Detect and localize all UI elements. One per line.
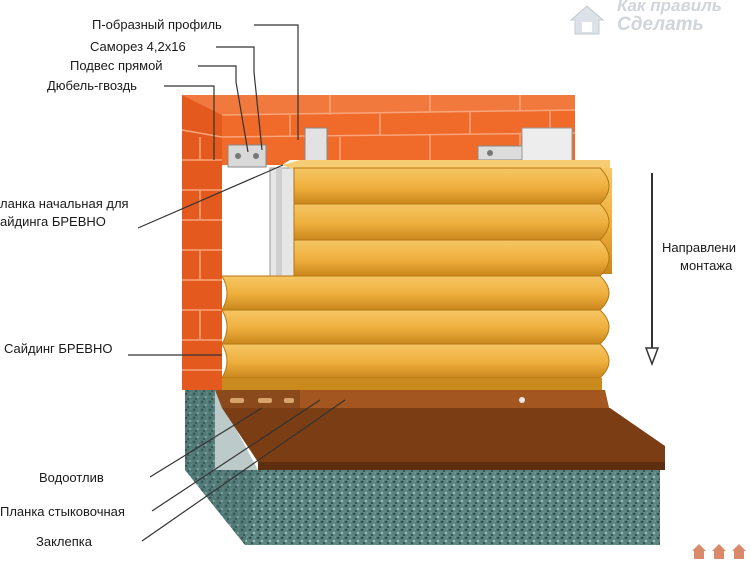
- label-siding: Сайдинг БРЕВНО: [4, 341, 113, 356]
- label-p-profile: П-образный профиль: [92, 17, 222, 32]
- joint-strip: [215, 390, 300, 408]
- brick-wall: [181, 95, 576, 390]
- corner-house-icons: [692, 544, 746, 559]
- siding-upper: [282, 160, 612, 277]
- label-direction-line2: монтажа: [680, 258, 733, 273]
- concrete-foundation: [185, 390, 660, 545]
- label-drip: Водоотлив: [39, 470, 104, 485]
- direction-arrow: [644, 173, 660, 367]
- watermark-line1: Как правиль: [617, 0, 722, 15]
- label-hanger: Подвес прямой: [70, 58, 163, 73]
- house-logo-icon: [569, 5, 605, 35]
- label-joint-strip: Планка стыковочная: [0, 504, 125, 519]
- label-screw: Саморез 4,2х16: [90, 39, 186, 54]
- label-direction-line1: Направлени: [662, 240, 736, 255]
- p-profile: [227, 127, 573, 279]
- label-dowel: Дюбель-гвоздь: [47, 78, 137, 93]
- label-start-strip-line1: ланка начальная для: [0, 196, 129, 211]
- watermark: Как правиль Сделать: [565, 0, 751, 40]
- watermark-line2: Сделать: [617, 14, 704, 35]
- label-rivet: Заклепка: [36, 534, 92, 549]
- siding-lower: [221, 275, 610, 390]
- rivet: [519, 397, 525, 403]
- leader-lines: [128, 24, 346, 542]
- house-icon: [692, 544, 746, 559]
- label-start-strip-line2: айдинга БРЕВНО: [0, 214, 106, 229]
- drip-sill: [222, 390, 665, 470]
